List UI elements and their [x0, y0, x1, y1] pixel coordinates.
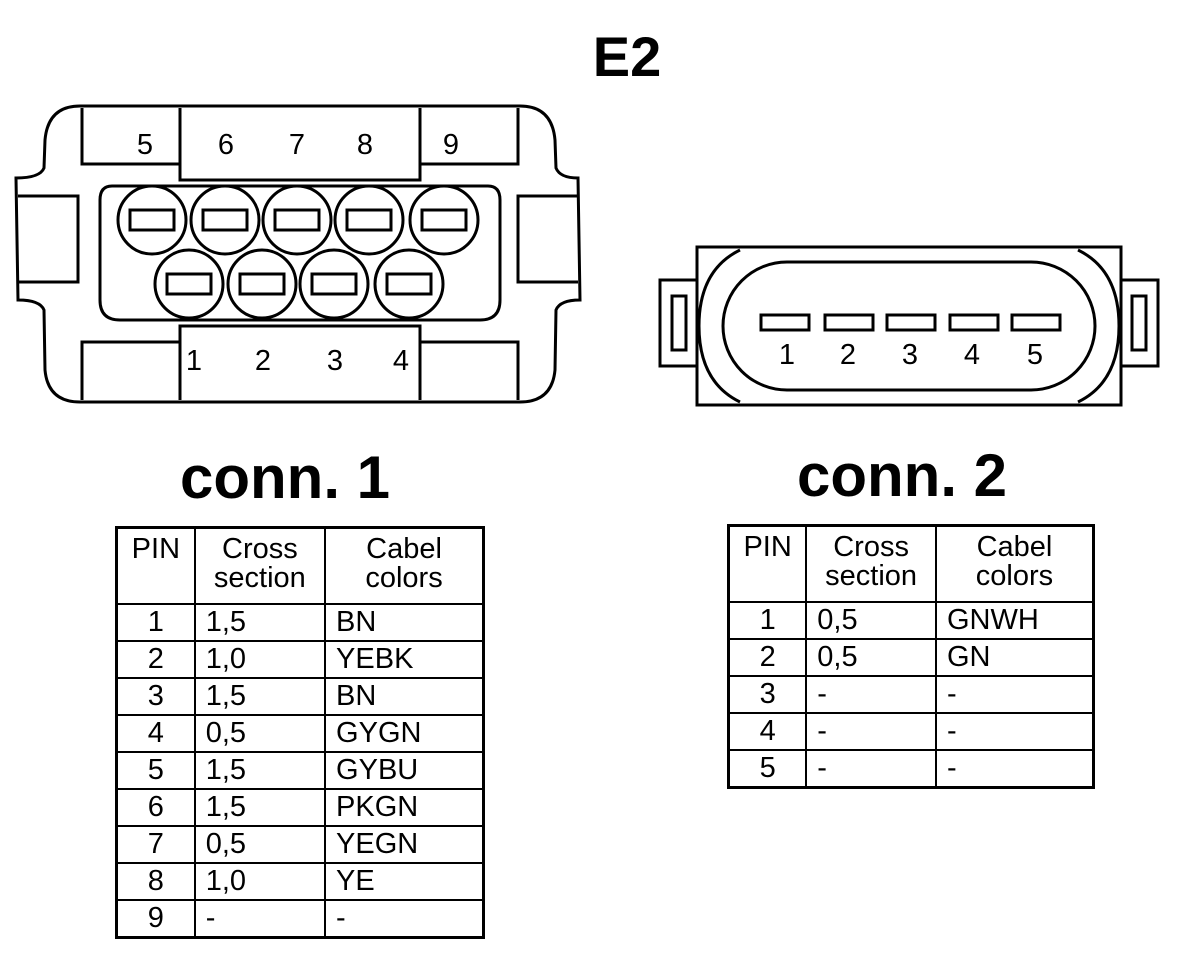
table-header-row: PIN Cross section Cabel colors [727, 524, 1095, 603]
pin-cell: 6 [115, 787, 196, 827]
cable-color-cell: GN [934, 637, 1095, 677]
cable-color-cell: BN [324, 676, 485, 716]
header-pin: PIN [727, 524, 808, 603]
header-cross-section-line1: Cross [833, 531, 909, 563]
cross-section-cell: 0,5 [193, 713, 327, 753]
cross-section-cell: 1,5 [193, 787, 327, 827]
connector-2-label: conn. 2 [797, 442, 1008, 509]
cross-section-cell: - [805, 674, 937, 714]
diagram-title: E2 [593, 25, 662, 88]
conn2-pin-label: 5 [1027, 339, 1043, 371]
header-cross-section: Cross section [805, 524, 937, 603]
conn2-pin-label: 1 [779, 339, 795, 371]
header-cable-colors: Cabel colors [324, 526, 485, 605]
cable-color-cell: YE [324, 861, 485, 901]
table-row: 3-- [727, 674, 1095, 714]
pin-cell: 9 [115, 898, 196, 938]
cross-section-cell: 0,5 [805, 637, 937, 677]
connector-1-drawing [14, 104, 582, 404]
pin-cell: 3 [115, 676, 196, 716]
cable-color-cell: GNWH [934, 600, 1095, 640]
pin-cell: 1 [115, 602, 196, 642]
cross-section-cell: 0,5 [193, 824, 327, 864]
header-colors-line1: Cabel [976, 531, 1053, 563]
cross-section-cell: 0,5 [805, 600, 937, 640]
conn2-pin-label: 4 [964, 339, 980, 371]
conn2-pin-label: 2 [840, 339, 856, 371]
pin-cell: 5 [727, 748, 808, 788]
cross-section-cell: 1,5 [193, 750, 327, 790]
cross-section-cell: - [193, 898, 327, 938]
header-cable-colors: Cabel colors [934, 524, 1095, 603]
conn2-pin-label: 3 [902, 339, 918, 371]
table-row: 9-- [115, 898, 485, 938]
cable-color-cell: - [934, 711, 1095, 751]
cable-color-cell: - [934, 674, 1095, 714]
header-colors-line1: Cabel [366, 533, 442, 565]
header-colors-line2: colors [365, 562, 443, 594]
pin-cell: 4 [115, 713, 196, 753]
pin-cell: 3 [727, 674, 808, 714]
cable-color-cell: YEBK [324, 639, 485, 679]
pin-cell: 2 [115, 639, 196, 679]
header-cross-section-line1: Cross [222, 533, 298, 565]
header-cross-section: Cross section [193, 526, 327, 605]
table-row: 5-- [727, 748, 1095, 788]
cross-section-cell: 1,0 [193, 639, 327, 679]
cross-section-cell: - [805, 711, 937, 751]
connector-2-drawing [658, 245, 1160, 407]
pin-cell: 5 [115, 750, 196, 790]
conn1-pin-label: 1 [186, 345, 202, 377]
pin-cell: 1 [727, 600, 808, 640]
header-cross-section-line2: section [213, 562, 306, 594]
cable-color-cell: YEGN [324, 824, 485, 864]
pin-cell: 2 [727, 637, 808, 677]
cable-color-cell: - [934, 748, 1095, 788]
cross-section-cell: 1,0 [193, 861, 327, 901]
cable-color-cell: PKGN [324, 787, 485, 827]
conn1-pin-label: 7 [289, 129, 305, 161]
pin-cell: 8 [115, 861, 196, 901]
table-header-row: PIN Cross section Cabel colors [115, 526, 485, 605]
cross-section-cell: 1,5 [193, 676, 327, 716]
pin-cell: 7 [115, 824, 196, 864]
cable-color-cell: - [324, 898, 485, 938]
cross-section-cell: - [805, 748, 937, 788]
conn1-pin-label: 9 [443, 129, 459, 161]
conn1-pin-label: 6 [218, 129, 234, 161]
table-row: 4-- [727, 711, 1095, 751]
conn1-pin-label: 4 [393, 345, 409, 377]
pin-cell: 4 [727, 711, 808, 751]
conn1-pin-label: 2 [255, 345, 271, 377]
conn1-pin-label: 5 [137, 129, 153, 161]
conn1-pin-label: 8 [357, 129, 373, 161]
cable-color-cell: BN [324, 602, 485, 642]
conn1-pin-label: 3 [327, 345, 343, 377]
header-cross-section-line2: section [825, 560, 918, 592]
cross-section-cell: 1,5 [193, 602, 327, 642]
cable-color-cell: GYGN [324, 713, 485, 753]
cable-color-cell: GYBU [324, 750, 485, 790]
connector-1-label: conn. 1 [180, 444, 391, 511]
header-pin: PIN [115, 526, 196, 605]
header-colors-line2: colors [975, 560, 1054, 592]
